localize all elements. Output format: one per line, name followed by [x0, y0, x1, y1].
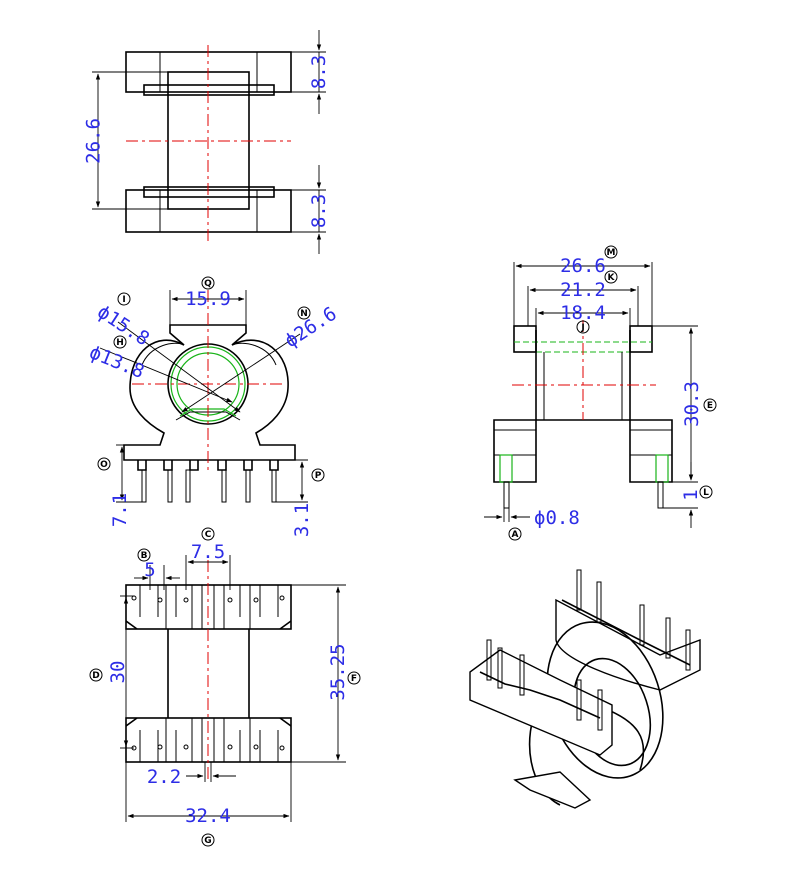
svg-text:C: C — [205, 530, 212, 540]
isometric-view — [469, 569, 701, 809]
svg-text:M: M — [607, 248, 616, 258]
side-width-inner-label: 18.4 — [560, 302, 606, 324]
bottom-pitch-small-label: 5 — [144, 559, 155, 581]
svg-text:G: G — [204, 836, 211, 846]
front-view — [99, 290, 308, 503]
top-view — [92, 30, 326, 254]
tag-a: A — [508, 527, 522, 541]
side-width-outer-label: 26.6 — [560, 255, 606, 277]
bottom-height-inner-label: 30 — [107, 661, 129, 684]
tag-j: J — [576, 320, 590, 334]
svg-text:K: K — [608, 273, 616, 283]
svg-text:A: A — [512, 530, 519, 540]
svg-text:N: N — [300, 309, 308, 319]
tag-h: H — [113, 335, 127, 349]
tag-i: I — [117, 292, 131, 306]
bottom-height-outer-label: 35.25 — [327, 643, 349, 700]
side-height-label: 30.3 — [681, 381, 703, 427]
tag-e: E — [703, 398, 717, 412]
tag-l: L — [699, 485, 713, 499]
svg-text:O: O — [100, 460, 108, 470]
front-dia-outer-label: ϕ26.6 — [281, 303, 341, 353]
svg-text:D: D — [92, 671, 99, 681]
tag-b: B — [137, 548, 151, 562]
svg-text:Q: Q — [204, 279, 212, 289]
svg-text:I: I — [122, 295, 125, 305]
front-pin-len-label: 7.1 — [109, 493, 131, 527]
svg-text:B: B — [141, 551, 148, 561]
svg-text:L: L — [703, 488, 709, 498]
tag-k: K — [604, 270, 618, 284]
tag-o: O — [97, 457, 111, 471]
tag-n: N — [297, 306, 311, 320]
side-pin-dia-label: ϕ0.8 — [534, 507, 580, 529]
tag-p: P — [311, 468, 325, 482]
front-width-label: 15.9 — [185, 288, 231, 310]
svg-text:J: J — [580, 323, 584, 333]
side-view — [484, 262, 698, 528]
tag-f: F — [347, 671, 361, 685]
top-flange-upper-label: 8.3 — [308, 55, 330, 89]
bottom-slot-label: 2.2 — [147, 766, 181, 788]
tag-g: G — [201, 833, 215, 847]
top-flange-lower-label: 8.3 — [308, 194, 330, 228]
bottom-pitch-large-label: 7.5 — [191, 541, 225, 563]
svg-text:E: E — [707, 401, 713, 411]
tag-m: M — [604, 245, 618, 259]
side-pin-stub-label: 1 — [680, 489, 702, 500]
bottom-width-label: 32.4 — [185, 805, 231, 827]
svg-text:F: F — [351, 674, 357, 684]
tag-q: Q — [201, 276, 215, 290]
bottom-view — [120, 555, 346, 822]
tag-c: C — [201, 527, 215, 541]
top-height-label: 26.6 — [83, 118, 105, 164]
svg-text:H: H — [116, 338, 124, 348]
svg-text:P: P — [315, 471, 322, 481]
front-pin-tip-label: 3.1 — [291, 503, 313, 537]
side-width-mid-label: 21.2 — [560, 279, 606, 301]
tag-d: D — [89, 668, 103, 682]
